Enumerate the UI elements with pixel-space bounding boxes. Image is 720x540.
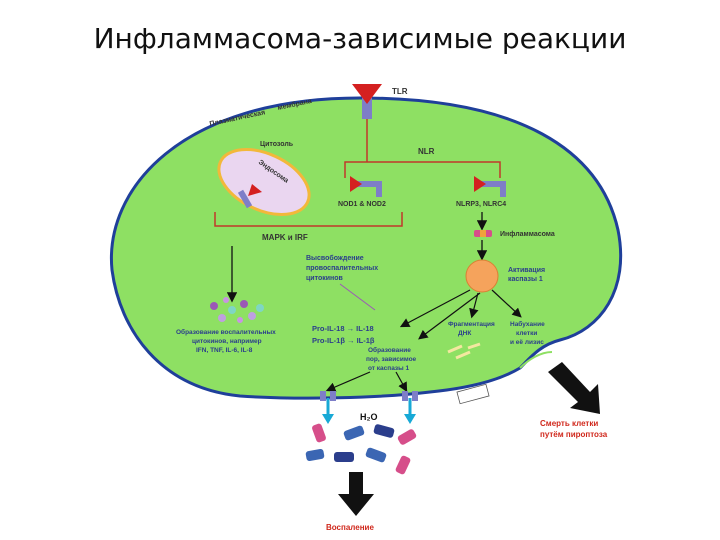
caspase-label-2: каспазы 1 (508, 276, 543, 283)
cyto-label-2: цитокинов, например (192, 338, 262, 345)
swell-label-1: Набухание (510, 320, 545, 328)
pore-label-2: пор, зависимое (366, 356, 417, 363)
mapk-label: MAPK и IRF (262, 233, 308, 242)
swell-label-2: клетки (516, 330, 537, 337)
release-arrow (339, 283, 376, 311)
nlr-bracket (344, 161, 501, 178)
slide-title: Инфламмасома-зависимые реакции (93, 22, 627, 55)
cytokine-cluster (210, 297, 264, 323)
tlr-label: TLR (392, 87, 408, 96)
caspase-label-1: Активация (508, 267, 545, 274)
pore-arrow-left (325, 371, 371, 392)
nlrp-label: NLRP3, NLRC4 (456, 201, 506, 208)
il18-label: Pro-IL-18 → IL-18 (312, 324, 374, 333)
caspase-to-pore (418, 292, 481, 340)
nlr-label: NLR (418, 147, 435, 156)
pyroptosis-label-2: путём пироптоза (540, 430, 608, 439)
endosome (217, 148, 311, 216)
caspase-to-dna (469, 292, 479, 319)
released-cytokines (305, 423, 417, 475)
pore-label-3: от каспазы 1 (368, 365, 409, 372)
release-label-2: провоспалительных (306, 265, 378, 272)
swell-label-3: и её лизис (510, 339, 544, 346)
pyroptosis-arrow (548, 362, 600, 414)
membrane-rupture (519, 351, 553, 369)
nod-label: NOD1 & NOD2 (338, 201, 386, 208)
membrane-break (456, 383, 490, 405)
inflammation-arrow (338, 472, 374, 516)
nlrp-receptor (474, 176, 506, 197)
release-label-1: Высвобождение (306, 254, 364, 262)
water-arrow-right (404, 398, 416, 424)
cyto-label-3: IFN, TNF, IL-6, IL-8 (196, 347, 253, 354)
pore-label-1: Образование (368, 346, 411, 354)
inflammasome-label: Инфламмасома (500, 231, 555, 238)
pyroptosis-label-1: Смерть клетки (540, 419, 598, 428)
membrane-pore-left (320, 391, 336, 401)
membrane-pore-right (402, 391, 418, 401)
tlr-receptor (352, 84, 382, 119)
caspase-to-swell (491, 289, 522, 318)
dna-label-2: ДНК (458, 330, 471, 337)
cytosol-label: Цитозоль (260, 141, 294, 148)
il1b-label: Pro-IL-1β → IL-1β (312, 336, 375, 345)
cyto-label-1: Образование воспалительных (176, 328, 276, 336)
mapk-bracket (214, 212, 403, 227)
inflammasome-icon (474, 230, 492, 237)
inflammation-label: Воспаление (326, 523, 374, 532)
dna-label-1: Фрагментация (448, 321, 495, 328)
nod-receptor (350, 176, 382, 197)
dna-fragments (447, 342, 481, 360)
caspase-1-sphere (465, 259, 499, 293)
pore-arrow-right (395, 371, 408, 393)
water-arrow-left (322, 398, 334, 424)
water-label: H₂O (360, 412, 378, 422)
release-label-3: цитокинов (306, 275, 344, 282)
caspase-to-il (399, 289, 471, 328)
